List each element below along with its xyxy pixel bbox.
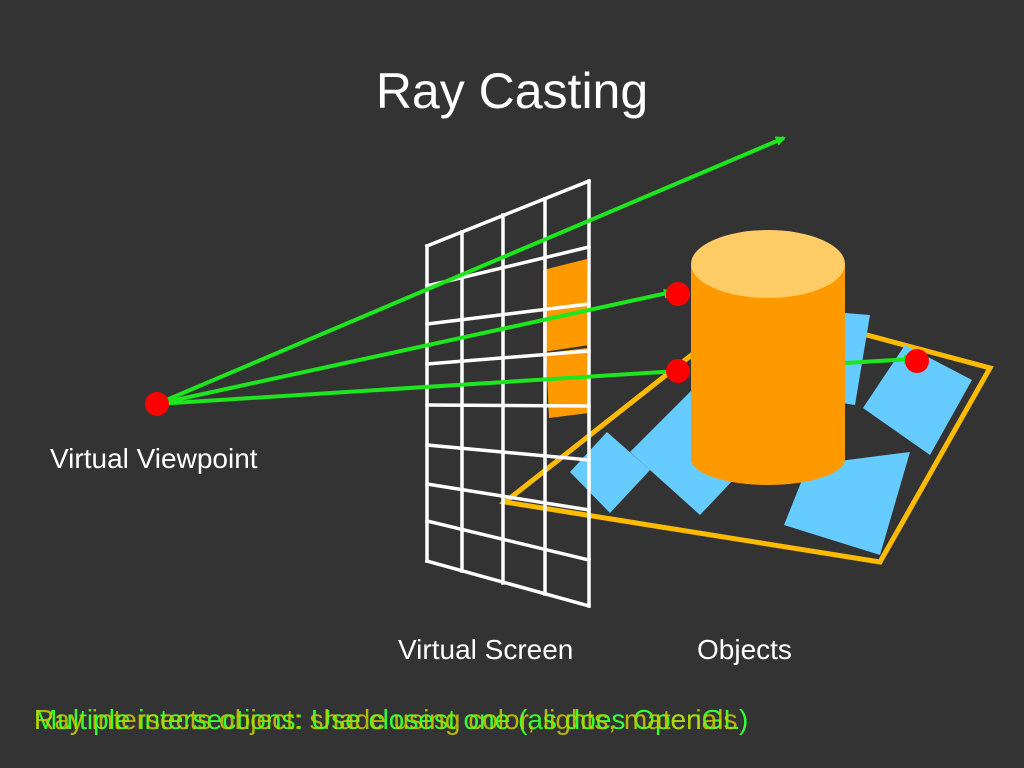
ray-miss — [156, 136, 786, 406]
ray-secondary — [844, 354, 914, 365]
screen-label: Virtual Screen — [398, 634, 574, 665]
orange-cylinder — [691, 230, 845, 485]
screen-pixel-highlight — [546, 348, 589, 418]
viewpoint-dot — [145, 392, 169, 416]
ray-middle-hit — [156, 369, 679, 406]
caption-overlay-2: Ray intersects object: shade using color… — [34, 704, 738, 735]
virtual-screen-grid — [424, 178, 592, 609]
caption-overlay-1: Multiple intersections: Use closest one … — [34, 704, 749, 735]
rays — [156, 136, 914, 406]
ray-top-hit — [156, 288, 674, 406]
object-square — [863, 345, 972, 455]
objects-label: Objects — [697, 634, 792, 665]
viewpoint-label: Virtual Viewpoint — [50, 443, 258, 474]
intersection-dot — [905, 349, 929, 373]
slide-title: Ray Casting — [375, 63, 649, 119]
intersection-dot — [666, 282, 690, 306]
intersection-dot — [666, 359, 690, 383]
